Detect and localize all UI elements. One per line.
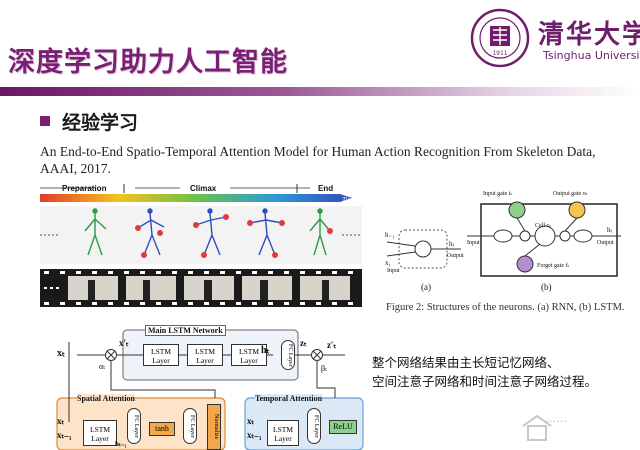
network-description: 整个网络结果由主长短记忆网络、 空间注意子网络和时间注意子网络过程。 (372, 353, 597, 391)
spatial-attention-title: Spatial Attention (77, 394, 136, 403)
description-line-2: 空间注意子网络和时间注意子网络过程。 (372, 374, 598, 389)
lstm-forget-gate-label: Forget gate fₜ (537, 263, 570, 269)
temporal-relu: ReLU (329, 420, 357, 434)
phase-end: End (318, 184, 334, 193)
symbol-x-main: xₜ (57, 348, 65, 359)
symbol-alpha: αₜ (99, 362, 106, 371)
rnn-output-label: Output (447, 253, 464, 259)
network-architecture-figure: Main LSTM Network LSTM Layer LSTM Layer … (55, 322, 367, 450)
timeline-figure: Preparation Climax End (40, 183, 362, 308)
spatial-fc-layer-2: FC Layer (183, 408, 197, 444)
temporal-attention-title: Temporal Attention (255, 394, 323, 403)
timeline-graphics (40, 184, 362, 307)
logo-name-en: Tsinghua University (543, 49, 640, 62)
figure-caption: Figure 2: Structures of the neurons. (a)… (386, 302, 625, 313)
spatial-lstm-layer: LSTM Layer (83, 420, 117, 446)
paper-citation: An End-to-End Spatio-Temporal Attention … (40, 144, 596, 176)
main-lstm-layer-2: LSTM Layer (187, 344, 223, 366)
logo-name-cn: 清华大学 (538, 20, 640, 50)
main-lstm-title: Main LSTM Network (145, 325, 226, 336)
symbol-h-prev: hₜ₋₁ (115, 440, 127, 448)
symbol-z: zₜ (300, 338, 307, 348)
symbol-x-prev-spatial: xₜ₋₁ (57, 430, 72, 440)
symbol-x-prev-temporal: xₜ₋₁ (247, 430, 262, 440)
watermark-text: …… (545, 412, 567, 425)
lstm-output-gate-label: Output gate oₜ (553, 191, 588, 197)
spatial-fc-layer-1: FC Layer (127, 408, 141, 444)
university-seal: 1911 (470, 8, 530, 68)
spatial-normalize: Normalize (207, 404, 221, 450)
watermark-logo (520, 408, 554, 442)
symbol-z-prime: z′ₜ (327, 340, 337, 350)
spatial-tanh: tanh (149, 422, 175, 436)
rnn-h-out-label: hₜ (449, 240, 455, 248)
lstm-cell-label: Cell cₜ (535, 223, 551, 229)
main-lstm-layer-1: LSTM Layer (143, 344, 179, 366)
symbol-h: hₜ (261, 345, 270, 356)
section-heading: 经验学习 (62, 112, 139, 134)
neuron-graphics (386, 201, 621, 277)
temporal-lstm-layer: LSTM Layer (267, 420, 299, 446)
slide-title: 深度学习助力人工智能 (8, 47, 288, 78)
main-lstm-layer-3: LSTM Layer (231, 344, 267, 366)
temporal-fc-layer: FC Layer (307, 408, 321, 444)
rnn-x-label: x₁ (385, 259, 391, 267)
seal-icon: 1911 (470, 8, 530, 68)
symbol-x-prime: x′ₜ (119, 338, 129, 348)
phase-climax: Climax (190, 184, 217, 193)
symbol-x-temporal: xₜ (247, 416, 255, 426)
lstm-input-gate-label: Input gate iₜ (483, 191, 513, 197)
symbol-beta: βₜ (321, 364, 328, 373)
lstm-output-label: Output (597, 240, 614, 246)
neuron-structures-figure: h₋₁ x₁ Input hₜ Output Input gate iₜ Out… (385, 186, 625, 296)
rnn-input-label: Input (387, 268, 400, 274)
lstm-h-out-label: hₜ (607, 226, 613, 234)
phase-preparation: Preparation (62, 184, 107, 193)
timeline-axis-label: Time (342, 196, 356, 204)
subfigure-b-label: (b) (541, 282, 552, 292)
symbol-x-spatial: xₜ (57, 416, 65, 426)
description-line-1: 整个网络结果由主长短记忆网络、 (372, 355, 560, 370)
rnn-h-prev-label: h₋₁ (385, 231, 395, 239)
lstm-input-label: Input (467, 240, 480, 246)
pavilion-icon (522, 414, 552, 441)
main-fc-layer: FC Layer (281, 340, 295, 370)
subfigure-a-label: (a) (421, 282, 431, 292)
title-divider-bar (0, 87, 640, 96)
svg-text:1911: 1911 (492, 50, 507, 57)
bullet-square-icon (40, 116, 50, 126)
